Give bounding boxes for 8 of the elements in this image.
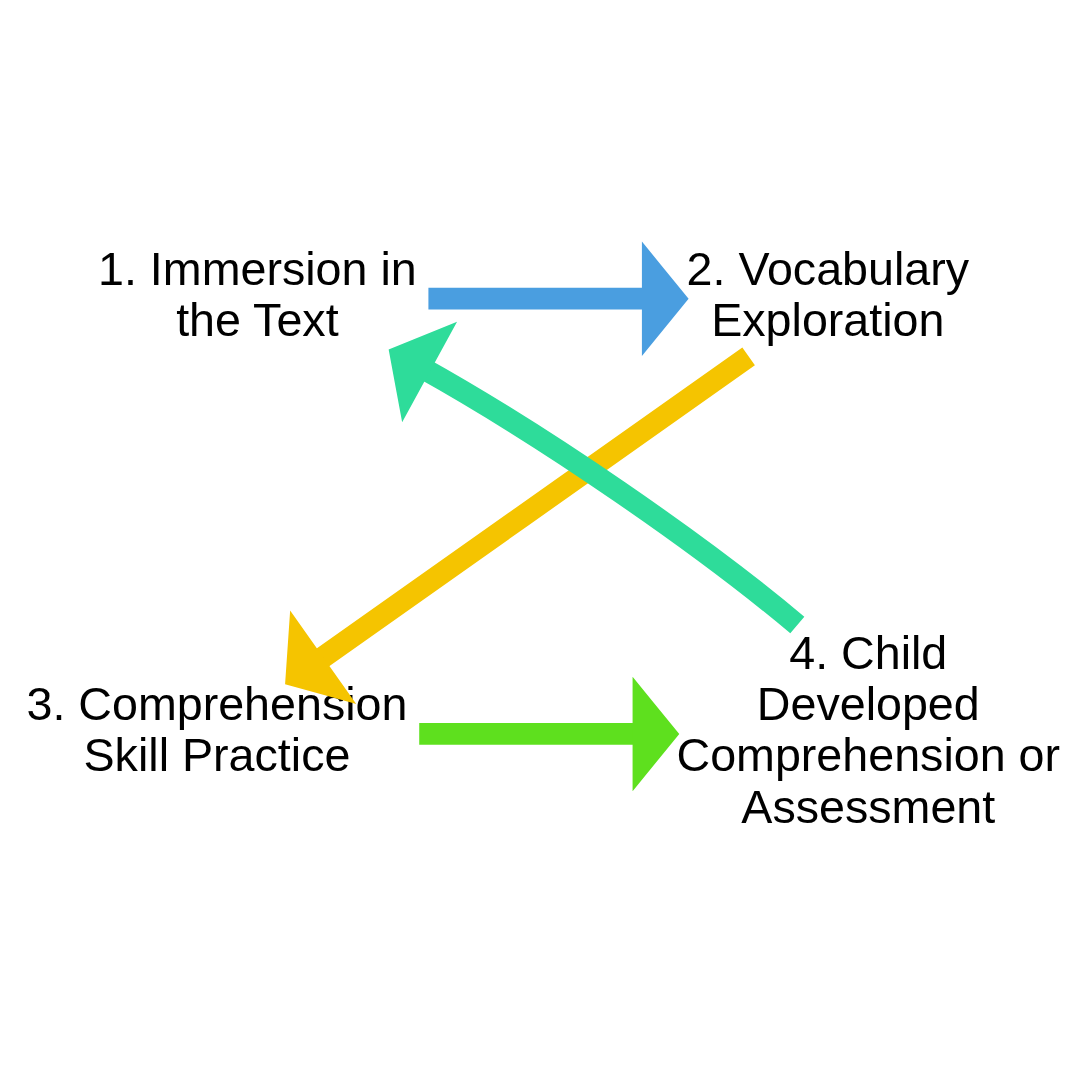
node-text: 1. Immersion in the Text (98, 242, 417, 347)
node-text: 2. Vocabulary Exploration (686, 242, 970, 347)
arrow (428, 241, 689, 356)
arrow (419, 676, 680, 792)
node-text: 4. Child Developed Comprehension or Assessment (676, 626, 1061, 833)
arrow (285, 347, 755, 704)
arrow (388, 321, 805, 634)
node-text: 3. Comprehension Skill Practice (26, 677, 408, 782)
